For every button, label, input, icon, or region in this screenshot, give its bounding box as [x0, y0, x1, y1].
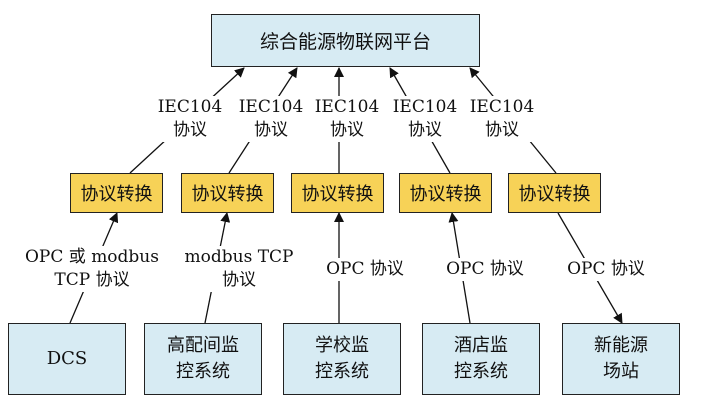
converter-label: 协议转换	[518, 184, 591, 205]
lower-link-label-5: OPC 协议	[556, 258, 656, 281]
source-box-hotel: 酒店监控系统	[422, 323, 540, 395]
source-box-substation: 高配间监控系统	[144, 323, 262, 395]
converter-label: 协议转换	[191, 184, 264, 205]
source-box-school: 学校监控系统	[283, 323, 401, 395]
converter-box-1: 协议转换	[70, 173, 163, 213]
converter-label: 协议转换	[301, 184, 374, 205]
converter-label: 协议转换	[80, 184, 153, 205]
converter-box-5: 协议转换	[508, 173, 601, 213]
lower-link-label-4: OPC 协议	[435, 258, 535, 281]
source-box-renewable: 新能源场站	[562, 323, 680, 395]
converter-box-2: 协议转换	[181, 173, 274, 213]
converter-label: 协议转换	[409, 184, 482, 205]
converter-box-4: 协议转换	[399, 173, 492, 213]
platform-label: 综合能源物联网平台	[259, 31, 431, 53]
lower-link-label-3: OPC 协议	[315, 258, 415, 281]
platform-box: 综合能源物联网平台	[211, 14, 480, 67]
source-box-dcs: DCS	[8, 323, 126, 395]
converter-box-3: 协议转换	[291, 173, 384, 213]
